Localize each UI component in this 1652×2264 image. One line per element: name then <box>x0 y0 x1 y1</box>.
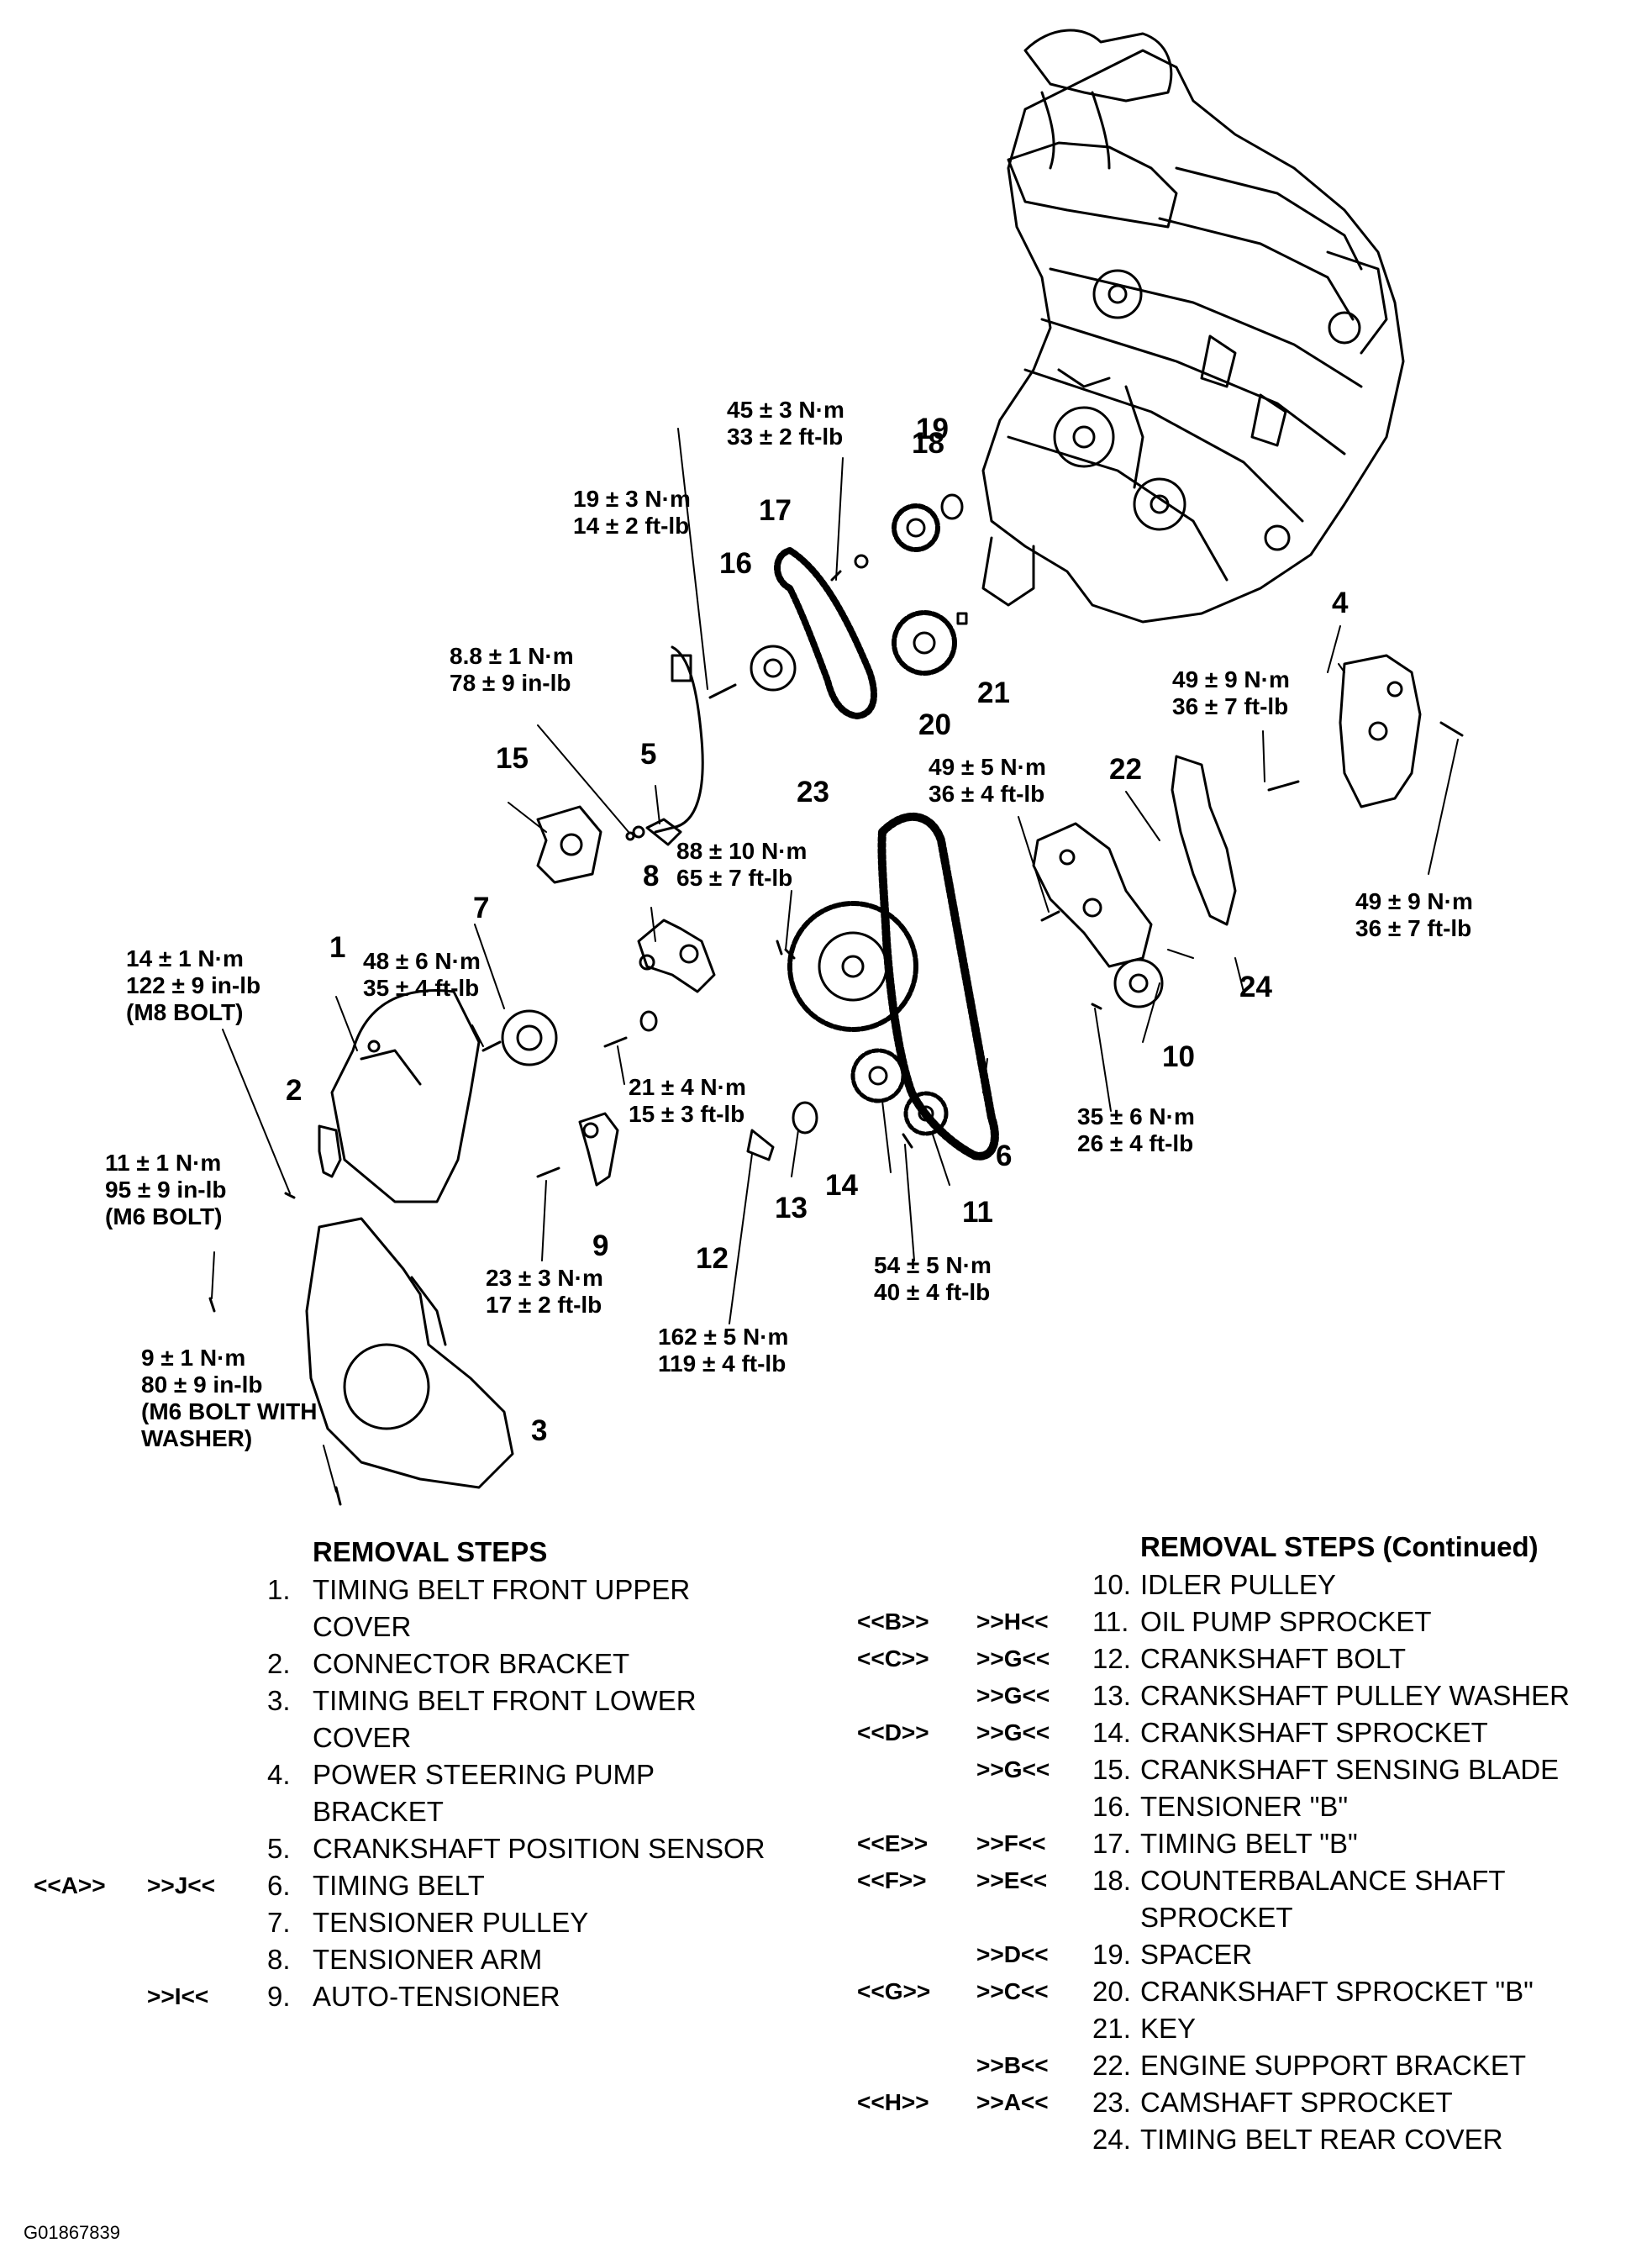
callout-10: 10 <box>1162 1040 1195 1073</box>
callout-8: 8 <box>643 860 660 892</box>
nut-54nm <box>902 1133 913 1149</box>
bolt-49nm-24 <box>1267 780 1300 792</box>
bolt-21nm <box>603 1036 628 1048</box>
callout-1: 1 <box>329 931 346 964</box>
callout-18: 18 <box>912 427 944 460</box>
removal-steps-heading: REMOVAL STEPS <box>313 1536 548 1567</box>
part-3-lower-cover <box>305 1217 514 1489</box>
part-15-sensing-blade <box>536 805 602 884</box>
callout-11: 11 <box>962 1196 993 1229</box>
part-19-spacer <box>940 493 964 520</box>
callout-23: 23 <box>797 776 829 808</box>
part-21-key <box>956 612 968 625</box>
bolt-19nm <box>708 683 737 699</box>
bolt-11nm <box>284 1192 296 1199</box>
bolt-m6-washer <box>334 1486 342 1506</box>
bolt-m6 <box>208 1297 216 1313</box>
callout-24: 24 <box>1239 971 1272 1003</box>
part-17-belt-b <box>774 547 877 719</box>
callout-16: 16 <box>719 547 752 580</box>
part-14-crank-sprocket <box>850 1048 906 1103</box>
callout-13: 13 <box>775 1192 808 1224</box>
bolt-49nm-22 <box>1040 910 1060 922</box>
callout-9: 9 <box>592 1229 609 1262</box>
bolt-49nm-4 <box>1439 721 1464 737</box>
exploded-parts-diagram: 4 18 19 17 16 21 20 5 15 23 22 8 7 1 24 … <box>105 29 1473 1506</box>
callout-17: 17 <box>759 494 792 527</box>
bolt-88nm <box>776 940 796 960</box>
washer-8 <box>639 1010 658 1032</box>
figure-id: G01867839 <box>24 2222 120 2243</box>
part-7-tensioner-pulley <box>501 1009 558 1066</box>
part-2-connector-bracket <box>318 1124 342 1178</box>
callout-19: 19 <box>916 413 949 445</box>
part-13-washer <box>792 1101 818 1135</box>
bolt-35nm <box>1091 1003 1102 1010</box>
callout-12: 12 <box>696 1242 729 1275</box>
callout-5: 5 <box>640 738 657 771</box>
removal-steps-continued-heading: REMOVAL STEPS (Continued) <box>1140 1531 1539 1562</box>
callout-15: 15 <box>496 742 529 775</box>
engine-assembly <box>981 29 1405 624</box>
callout-3: 3 <box>531 1414 548 1447</box>
part-6-timing-belt <box>877 813 999 1161</box>
part-24-rear-cover <box>1171 755 1237 926</box>
part-8-tensioner-arm <box>637 919 716 993</box>
callout-20: 20 <box>918 708 951 741</box>
part-11-oil-pump-sprocket <box>903 1091 949 1136</box>
part-20-sprocket-b <box>892 610 957 676</box>
part-12-crank-bolt <box>746 1129 775 1161</box>
part-16-tensioner-b <box>750 645 797 692</box>
callout-14: 14 <box>825 1169 858 1202</box>
part-5-crank-sensor <box>625 645 704 846</box>
bolt-48nm <box>481 1040 502 1052</box>
parts-drawing <box>208 29 1464 1506</box>
part-22-engine-support-bracket <box>1032 822 1153 968</box>
callout-6: 6 <box>996 1140 1013 1172</box>
part-1-upper-cover <box>330 989 481 1203</box>
callout-2: 2 <box>286 1074 303 1107</box>
leader-lines <box>211 428 1459 1493</box>
part-4-ps-bracket <box>1339 654 1422 808</box>
bolt-23nm <box>536 1166 560 1178</box>
part-18-sprocket <box>892 503 940 552</box>
callout-22: 22 <box>1109 753 1142 786</box>
callout-21: 21 <box>977 677 1010 709</box>
callout-4: 4 <box>1332 587 1349 619</box>
part-10-idler-pulley <box>1113 958 1164 1008</box>
part-9-auto-tensioner <box>578 1112 619 1187</box>
callout-7: 7 <box>473 892 490 924</box>
